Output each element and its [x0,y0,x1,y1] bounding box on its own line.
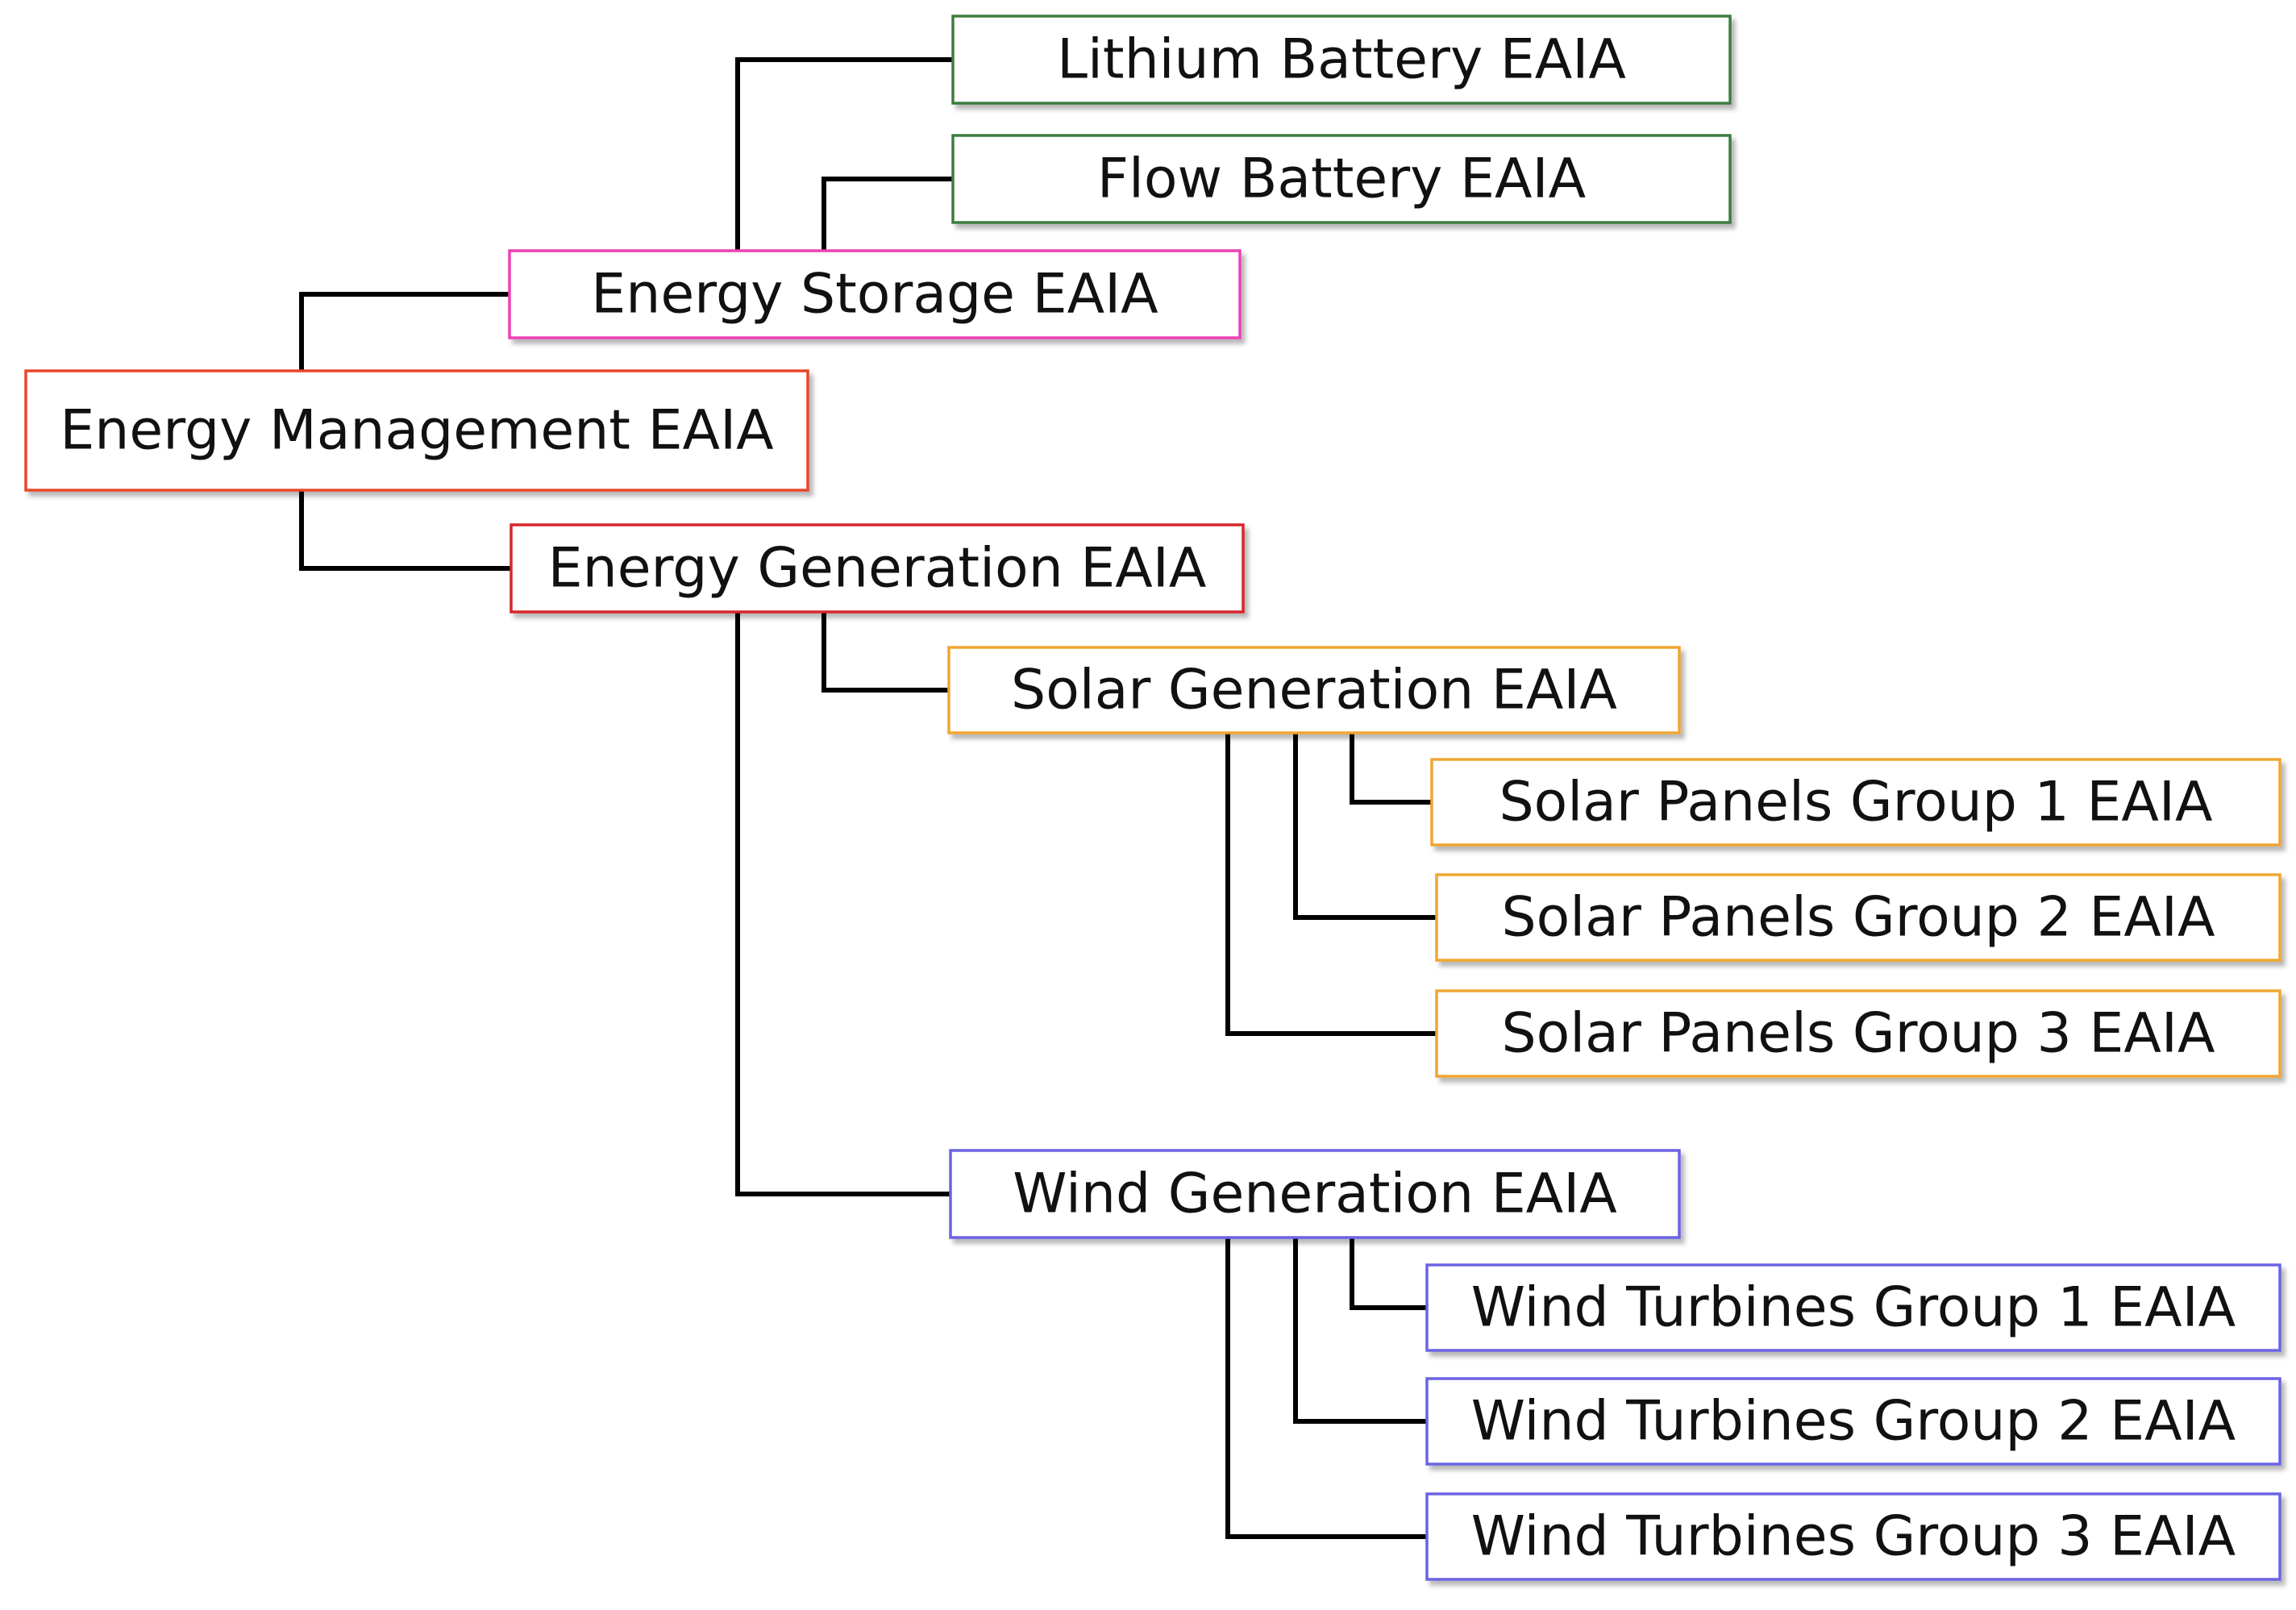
node-solar3-box [1435,989,2281,1078]
connector-generation-to-wind [735,612,950,1196]
node-management-label: Energy Management EAIA [60,399,773,463]
node-wind1-box [1425,1263,2281,1352]
node-solar2: Solar Panels Group 2 EAIA [1435,873,2281,962]
node-solar-label: Solar Generation EAIA [1011,659,1617,722]
node-management: Energy Management EAIA [24,369,809,492]
connector-generation-to-solar [821,612,949,693]
node-storage: Energy Storage EAIA [508,249,1242,339]
node-wind-box [949,1149,1681,1239]
node-layer: Energy Management EAIA Energy Storage EAI… [24,15,2281,1581]
node-storage-label: Energy Storage EAIA [591,263,1158,327]
connector-management-to-storage [299,292,510,371]
connector-wind-to-wind1 [1350,1238,1427,1310]
node-storage-box [508,249,1242,339]
node-lithium-box [951,15,1732,105]
connector-wind-to-wind3 [1225,1238,1427,1539]
node-wind3-box [1425,1492,2281,1581]
node-wind: Wind Generation EAIA [949,1149,1681,1239]
connector-layer [299,57,1437,1539]
node-wind3: Wind Turbines Group 3 EAIA [1425,1492,2281,1581]
node-wind2-box [1425,1377,2281,1466]
node-generation-label: Energy Generation EAIA [548,537,1207,601]
node-solar2-label: Solar Panels Group 2 EAIA [1502,886,2215,950]
connector-solar-to-solar3 [1225,733,1437,1036]
node-solar1-box [1430,758,2281,847]
node-lithium-label: Lithium Battery EAIA [1057,28,1626,92]
node-management-box [24,369,809,492]
node-flow: Flow Battery EAIA [951,134,1732,224]
node-flow-box [951,134,1732,224]
node-solar2-box [1435,873,2281,962]
connector-solar-to-solar2 [1293,733,1437,920]
node-solar1: Solar Panels Group 1 EAIA [1430,758,2281,847]
node-wind3-label: Wind Turbines Group 3 EAIA [1471,1505,2236,1569]
node-solar-box [947,646,1681,734]
connector-management-to-generation [299,490,511,571]
node-solar3-label: Solar Panels Group 3 EAIA [1502,1002,2215,1066]
node-wind2-label: Wind Turbines Group 2 EAIA [1471,1390,2236,1454]
node-wind-label: Wind Generation EAIA [1013,1163,1617,1226]
connector-storage-to-lithium [735,57,953,251]
node-generation: Energy Generation EAIA [510,523,1245,614]
connector-wind-to-wind2 [1293,1238,1427,1424]
node-generation-box [510,523,1245,614]
connector-storage-to-flow [821,177,953,251]
node-solar3: Solar Panels Group 3 EAIA [1435,989,2281,1078]
node-flow-label: Flow Battery EAIA [1097,148,1586,211]
node-wind2: Wind Turbines Group 2 EAIA [1425,1377,2281,1466]
node-solar: Solar Generation EAIA [947,646,1681,734]
connector-solar-to-solar1 [1350,733,1432,805]
node-wind1: Wind Turbines Group 1 EAIA [1425,1263,2281,1352]
node-lithium: Lithium Battery EAIA [951,15,1732,105]
node-wind1-label: Wind Turbines Group 1 EAIA [1471,1276,2236,1340]
node-solar1-label: Solar Panels Group 1 EAIA [1499,771,2213,834]
